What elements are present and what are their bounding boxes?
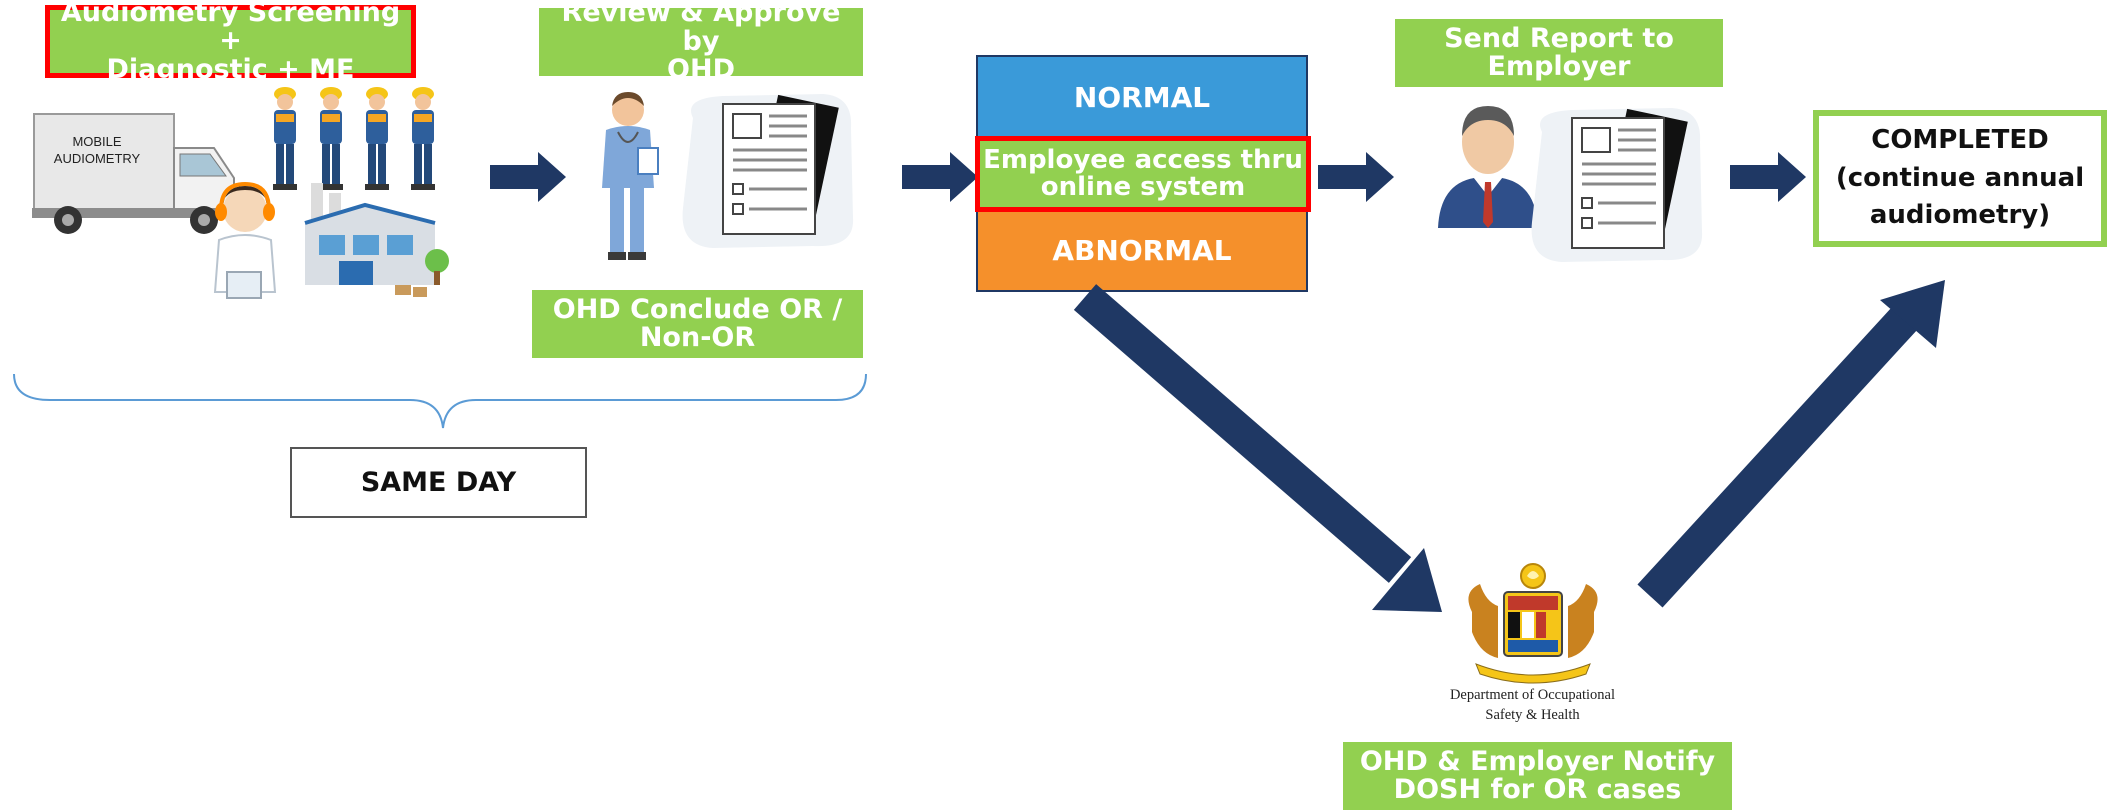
dosh-caption: Department of Occupational Safety & Heal…: [1420, 686, 1645, 725]
dosh-caption-line2: Safety & Health: [1485, 706, 1580, 723]
notify-dosh-line2: DOSH for OR cases: [1393, 774, 1682, 805]
conclude-label: OHD Conclude OR / Non-OR: [532, 290, 863, 358]
same-day-label: SAME DAY: [360, 467, 517, 498]
normal-label: NORMAL: [1073, 80, 1211, 114]
conclude-label-line1: OHD Conclude OR /: [552, 293, 843, 325]
completed-line3: audiometry): [1869, 200, 2051, 231]
review-label-line2: OHD: [667, 54, 735, 86]
completed-box: COMPLETED (continue annual audiometry): [1813, 110, 2107, 247]
review-label: Review & Approve by OHD: [539, 0, 863, 84]
completed-line1: COMPLETED: [1871, 124, 2049, 155]
doctor-icon: [602, 92, 659, 260]
review-label-line1: Review & Approve by: [561, 0, 841, 57]
normal-band: NORMAL: [978, 57, 1306, 137]
employee-access-label: Employee access thru online system: [975, 136, 1311, 212]
truck-label: MOBILE AUDIOMETRY: [42, 134, 152, 168]
send-report-line1: Send Report to: [1444, 22, 1674, 54]
send-report-line2: Employer: [1487, 51, 1631, 82]
conclude-label-line2: Non-OR: [639, 322, 756, 353]
document-icon: [1531, 108, 1703, 262]
employee-access-line2: online system: [1040, 172, 1246, 202]
same-day-brace: [13, 373, 867, 429]
arrow-right-icon: [1730, 152, 1806, 202]
arrow-right-icon: [1318, 152, 1394, 202]
document-icon: [682, 94, 854, 248]
audiometry-patient-icon: [213, 181, 277, 299]
factory-icon: [304, 183, 449, 297]
mobile-audiometry-truck-icon: [32, 113, 236, 234]
dosh-crest-icon: [1468, 563, 1598, 684]
abnormal-band: ABNORMAL: [978, 211, 1306, 290]
employee-access-line1: Employee access thru: [983, 144, 1303, 175]
results-box: NORMAL ABNORMAL: [976, 55, 1308, 292]
arrow-right-icon: [902, 152, 978, 202]
send-report-label: Send Report to Employer: [1395, 19, 1723, 87]
abnormal-label: ABNORMAL: [1052, 234, 1232, 267]
notify-dosh-line1: OHD & Employer Notify: [1359, 745, 1716, 777]
same-day-box: SAME DAY: [290, 447, 587, 518]
screening-label-line1: Audiometry Screening +: [60, 0, 401, 57]
employer-icon: [1438, 106, 1538, 228]
screening-label-line2: Diagnostic + ME: [106, 53, 355, 85]
truck-label-line1: MOBILE: [72, 134, 122, 149]
truck-label-line2: AUDIOMETRY: [53, 150, 141, 166]
workers-icon: [273, 87, 435, 190]
arrow-right-icon: [490, 152, 566, 202]
notify-dosh-label: OHD & Employer Notify DOSH for OR cases: [1343, 742, 1732, 810]
completed-line2: (continue annual: [1835, 162, 2085, 193]
screening-label: Audiometry Screening + Diagnostic + ME: [45, 0, 416, 84]
dosh-caption-line1: Department of Occupational: [1449, 687, 1616, 703]
